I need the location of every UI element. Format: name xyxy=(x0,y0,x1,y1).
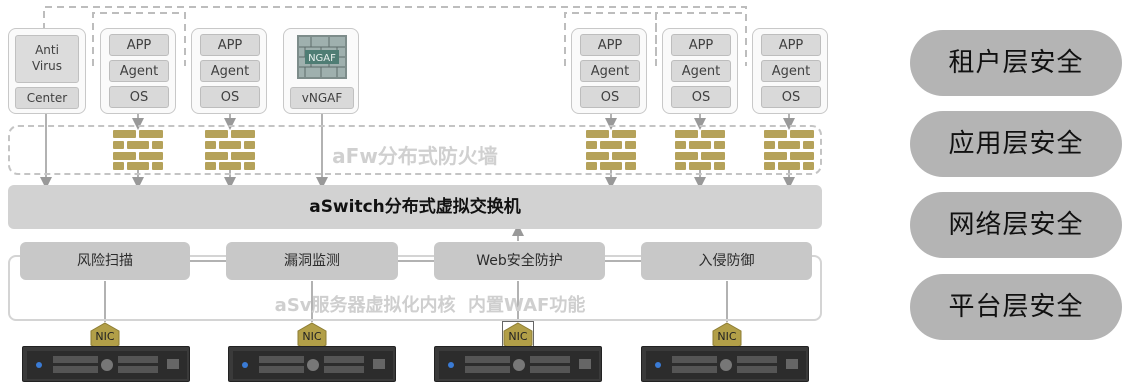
vm-os-label: OS xyxy=(761,86,821,108)
vm-group-outline-left xyxy=(43,6,747,30)
vm-group-outline-inner-3 xyxy=(655,12,747,66)
intrusion-prevention-module: 入侵防御 xyxy=(641,242,812,280)
vngaf-card: NGAF vNGAF xyxy=(283,28,359,114)
vm-os-label: OS xyxy=(109,86,169,108)
brick-wall-icon xyxy=(205,130,255,170)
nic-badge-highlighted: NIC xyxy=(502,321,534,355)
server-front-panel-icon xyxy=(27,351,187,379)
server-front-panel-icon xyxy=(439,351,599,379)
asv-kernel-title: aSv服务器虚拟化内核 内置WAF功能 xyxy=(274,295,586,316)
brick-wall-icon xyxy=(675,130,725,170)
distributed-firewall-band xyxy=(8,125,822,175)
nic-label: NIC xyxy=(302,330,322,343)
vm-card-2: APP Agent OS xyxy=(191,28,267,114)
brick-wall-icon xyxy=(586,130,636,170)
antivirus-center-label: Center xyxy=(15,87,79,109)
server-hardware xyxy=(434,346,602,382)
nic-badge: NIC xyxy=(712,322,742,354)
server-hardware xyxy=(228,346,396,382)
vm-card-5: APP Agent OS xyxy=(752,28,828,114)
antivirus-center-card: Anti Virus Center xyxy=(8,28,86,114)
brick-wall-icon xyxy=(764,130,814,170)
server-hardware xyxy=(641,346,809,382)
vm-agent-label: Agent xyxy=(200,60,260,82)
web-security-module: Web安全防护 xyxy=(434,242,605,280)
vm-agent-label: Agent xyxy=(580,60,640,82)
server-hardware xyxy=(22,346,190,382)
vm-app-label: APP xyxy=(761,34,821,56)
vm-card-4: APP Agent OS xyxy=(662,28,738,114)
vm-group-outline-inner-1 xyxy=(92,12,186,66)
vm-app-label: APP xyxy=(580,34,640,56)
vm-agent-label: Agent xyxy=(109,60,169,82)
vm-os-label: OS xyxy=(671,86,731,108)
nic-label: NIC xyxy=(508,330,528,343)
network-layer-security-pill: 网络层安全 xyxy=(910,192,1122,258)
vm-card-1: APP Agent OS xyxy=(100,28,176,114)
tenant-layer-security-pill: 租户层安全 xyxy=(910,30,1122,96)
vm-card-3: APP Agent OS xyxy=(571,28,647,114)
vm-app-label: APP xyxy=(671,34,731,56)
brick-wall-icon xyxy=(113,130,163,170)
vm-agent-label: Agent xyxy=(671,60,731,82)
vm-app-label: APP xyxy=(109,34,169,56)
vngaf-label: vNGAF xyxy=(290,87,354,109)
vm-agent-label: Agent xyxy=(761,60,821,82)
firewall-title: aFw分布式防火墙 xyxy=(332,144,498,168)
risk-scan-module: 风险扫描 xyxy=(20,242,190,280)
server-front-panel-icon xyxy=(233,351,393,379)
ngaf-firewall-icon: NGAF xyxy=(297,35,347,79)
vm-os-label: OS xyxy=(580,86,640,108)
application-layer-security-pill: 应用层安全 xyxy=(910,111,1122,177)
server-front-panel-icon xyxy=(646,351,806,379)
svg-text:NGAF: NGAF xyxy=(308,53,336,64)
platform-layer-security-pill: 平台层安全 xyxy=(910,274,1122,340)
vulnerability-monitor-module: 漏洞监测 xyxy=(226,242,398,280)
vm-os-label: OS xyxy=(200,86,260,108)
asv-kernel-box xyxy=(8,255,822,321)
virtual-switch-bar: aSwitch分布式虚拟交换机 xyxy=(8,185,822,229)
vm-app-label: APP xyxy=(200,34,260,56)
nic-label: NIC xyxy=(95,330,115,343)
nic-label: NIC xyxy=(717,330,737,343)
antivirus-label: Anti Virus xyxy=(15,35,79,83)
